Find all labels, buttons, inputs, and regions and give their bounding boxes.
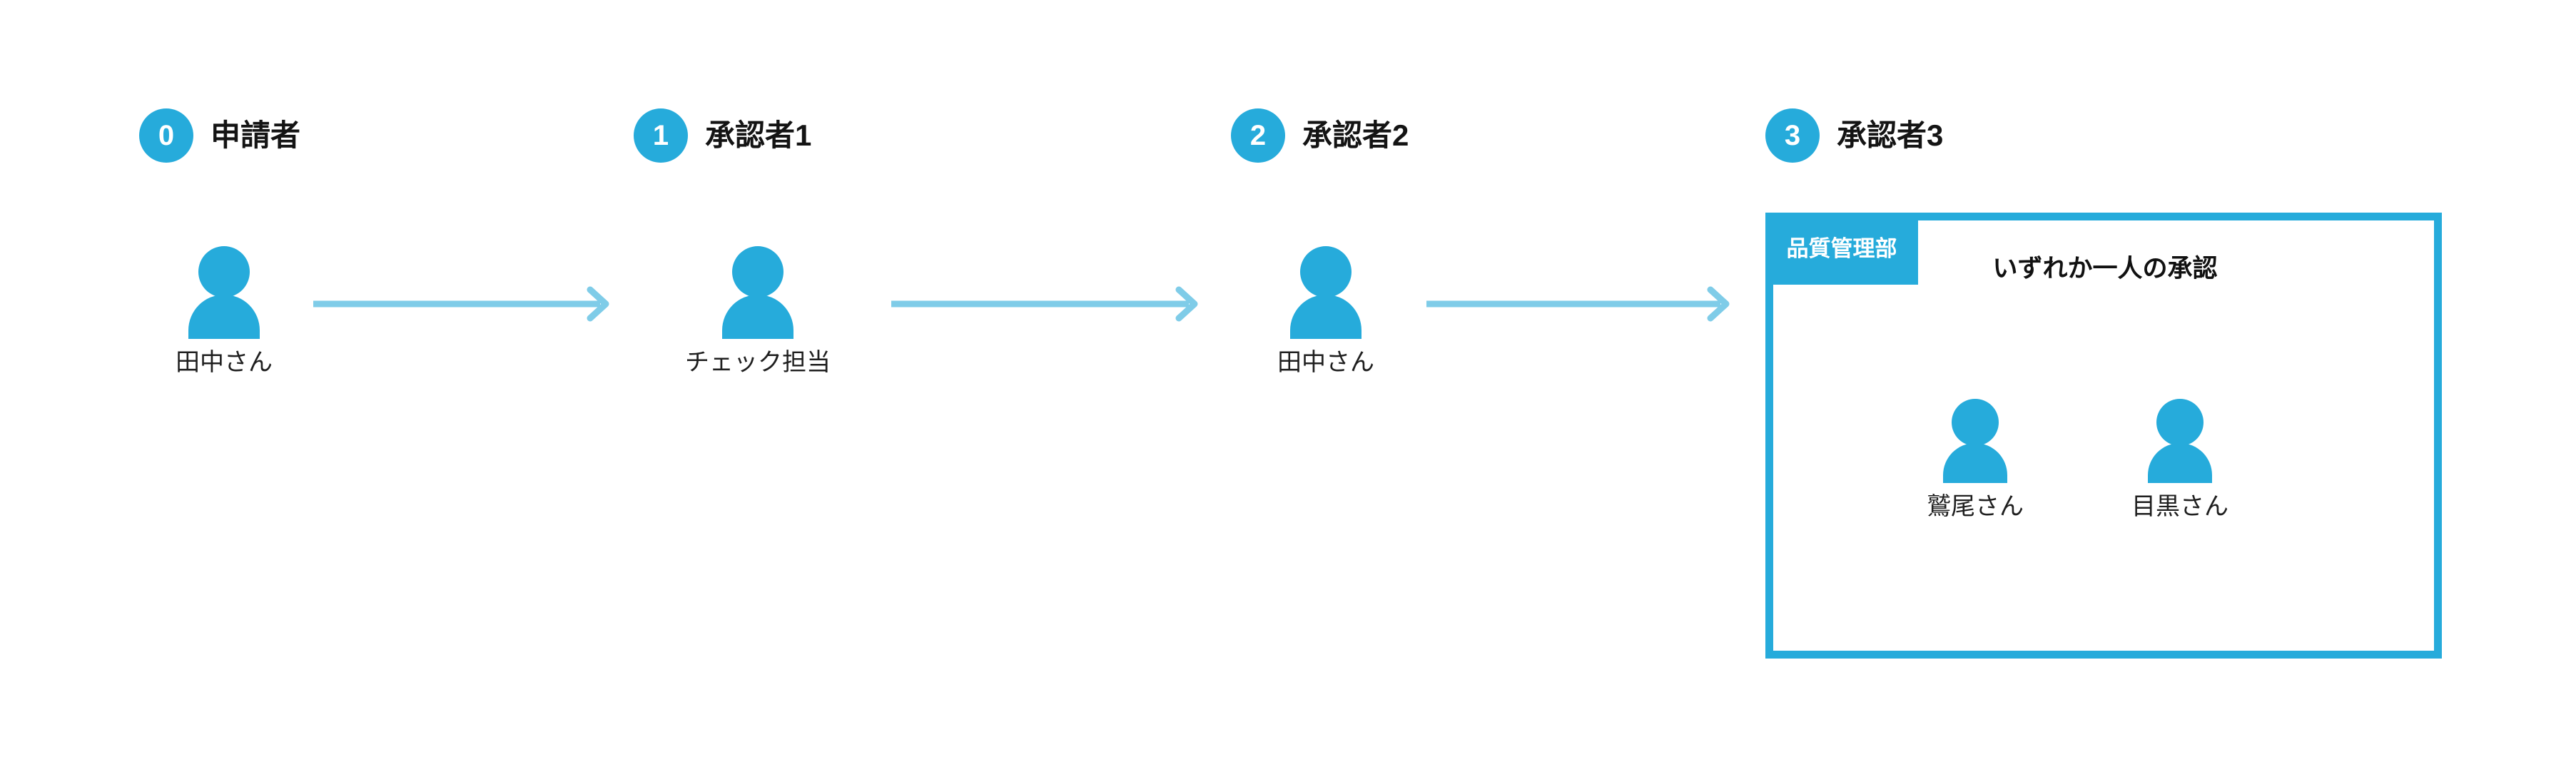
person-name: 鷲尾さん [1927, 493, 2024, 520]
group-department-tab: 品質管理部 [1765, 213, 1918, 285]
step-header-2: 2 承認者2 [1231, 108, 1409, 163]
person-icon [188, 246, 260, 339]
person-card-approver1[interactable]: チェック担当 [685, 246, 831, 375]
person-icon [1943, 399, 2007, 483]
arrow-step2-to-step3 [1426, 286, 1730, 322]
person-card-approver2[interactable]: 田中さん [1277, 246, 1374, 375]
step-title-0: 申請者 [211, 118, 301, 152]
arrow-step0-to-step1 [313, 286, 609, 322]
person-icon [722, 246, 793, 339]
person-name: 田中さん [176, 349, 273, 376]
step-header-3: 3 承認者3 [1765, 108, 1943, 163]
step-number-badge-3: 3 [1765, 108, 1820, 163]
step-title-1: 承認者1 [705, 118, 812, 152]
step-number-badge-2: 2 [1231, 108, 1285, 163]
step-title-3: 承認者3 [1837, 118, 1944, 152]
step-number-badge-1: 1 [634, 108, 688, 163]
person-icon [2148, 399, 2212, 483]
step-title-2: 承認者2 [1302, 118, 1409, 152]
arrow-step1-to-step2 [891, 286, 1198, 322]
person-name: チェック担当 [685, 349, 831, 376]
person-name: 田中さん [1277, 349, 1374, 376]
person-icon [1290, 246, 1361, 339]
step-header-1: 1 承認者1 [634, 108, 811, 163]
step-number-badge-0: 0 [139, 108, 193, 163]
person-name: 目黒さん [2131, 493, 2228, 520]
step-header-0: 0 申請者 [139, 108, 300, 163]
person-card-group-1[interactable]: 目黒さん [2131, 399, 2228, 519]
person-card-group-0[interactable]: 鷲尾さん [1927, 399, 2024, 519]
approver-group-box: 品質管理部 いずれか一人の承認 鷲尾さん 目黒さん [1765, 213, 2442, 659]
person-card-applicant[interactable]: 田中さん [176, 246, 273, 375]
group-approval-rule-heading: いずれか一人の承認 [1992, 255, 2218, 283]
